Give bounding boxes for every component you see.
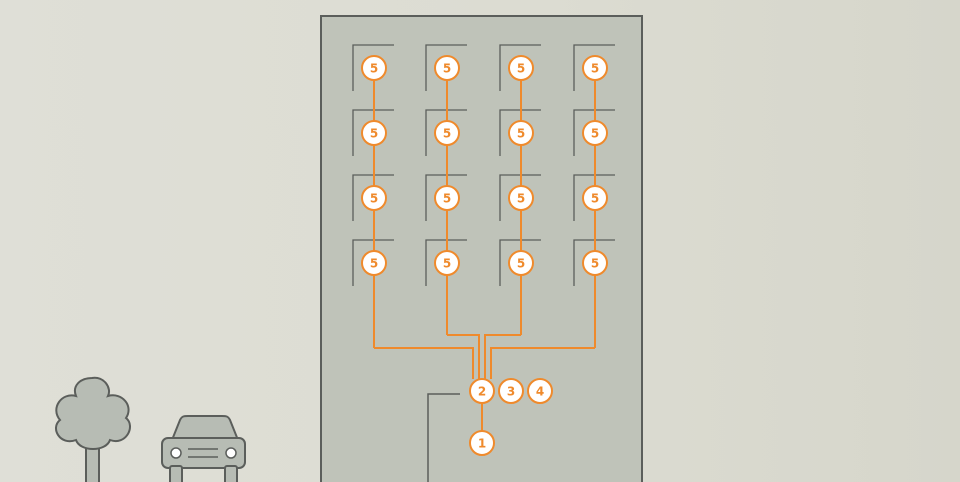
apartment-node: 5 bbox=[582, 250, 608, 276]
apartment-node-label: 5 bbox=[517, 62, 525, 76]
building-entry-node-label: 1 bbox=[478, 437, 486, 451]
component-4-node: 4 bbox=[527, 378, 553, 404]
apartment-node: 5 bbox=[434, 185, 460, 211]
apartment-node-label: 5 bbox=[370, 62, 378, 76]
apartment-node: 5 bbox=[582, 55, 608, 81]
component-4-node-label: 4 bbox=[536, 385, 544, 399]
apartment-node: 5 bbox=[434, 250, 460, 276]
component-3-node-label: 3 bbox=[507, 385, 515, 399]
apartment-node-label: 5 bbox=[370, 257, 378, 271]
apartment-node: 5 bbox=[582, 120, 608, 146]
entrance-door bbox=[427, 393, 460, 482]
apartment-node: 5 bbox=[361, 120, 387, 146]
apartment-window bbox=[499, 174, 541, 221]
apartment-node-label: 5 bbox=[591, 257, 599, 271]
apartment-window bbox=[352, 44, 394, 91]
apartment-node-label: 5 bbox=[370, 127, 378, 141]
apartment-node: 5 bbox=[508, 120, 534, 146]
apartment-node: 5 bbox=[361, 185, 387, 211]
building-entry-node: 1 bbox=[469, 430, 495, 456]
apartment-node: 5 bbox=[508, 250, 534, 276]
apartment-window bbox=[499, 44, 541, 91]
component-3-node: 3 bbox=[498, 378, 524, 404]
apartment-node: 5 bbox=[508, 185, 534, 211]
apartment-node-label: 5 bbox=[443, 192, 451, 206]
apartment-windows bbox=[352, 44, 615, 286]
apartment-window bbox=[499, 239, 541, 286]
fiber-feed bbox=[374, 347, 474, 379]
apartment-node-label: 5 bbox=[443, 257, 451, 271]
fiber-nodes: 5 5 5 5 5 5 5 5 5 5 5 5 5 5 5 5 2 3 4 1 bbox=[361, 55, 608, 456]
apartment-node-label: 5 bbox=[591, 192, 599, 206]
car-icon bbox=[161, 415, 246, 482]
apartment-window bbox=[352, 239, 394, 286]
apartment-node-label: 5 bbox=[517, 127, 525, 141]
fiber-feed bbox=[447, 334, 480, 379]
apartment-window bbox=[425, 239, 467, 286]
apartment-node: 5 bbox=[361, 250, 387, 276]
apartment-node-label: 5 bbox=[517, 192, 525, 206]
apartment-node: 5 bbox=[361, 55, 387, 81]
apartment-node-label: 5 bbox=[370, 192, 378, 206]
apartment-node-label: 5 bbox=[517, 257, 525, 271]
apartment-node: 5 bbox=[434, 55, 460, 81]
fiber-feed bbox=[484, 334, 521, 379]
apartment-window bbox=[573, 174, 615, 221]
apartment-node: 5 bbox=[434, 120, 460, 146]
apartment-node-label: 5 bbox=[591, 62, 599, 76]
apartment-window bbox=[425, 109, 467, 156]
apartment-window bbox=[573, 239, 615, 286]
distribution-point-node: 2 bbox=[469, 378, 495, 404]
apartment-window bbox=[499, 109, 541, 156]
apartment-node: 5 bbox=[582, 185, 608, 211]
apartment-node-label: 5 bbox=[443, 62, 451, 76]
tree-icon bbox=[55, 376, 131, 482]
apartment-window bbox=[425, 44, 467, 91]
apartment-node-label: 5 bbox=[591, 127, 599, 141]
apartment-node: 5 bbox=[508, 55, 534, 81]
apartment-window bbox=[352, 174, 394, 221]
apartment-window bbox=[352, 109, 394, 156]
apartment-window bbox=[573, 44, 615, 91]
apartment-node-label: 5 bbox=[443, 127, 451, 141]
apartment-window bbox=[573, 109, 615, 156]
fiber-feed bbox=[490, 347, 595, 379]
apartment-window bbox=[425, 174, 467, 221]
distribution-point-node-label: 2 bbox=[478, 385, 486, 399]
